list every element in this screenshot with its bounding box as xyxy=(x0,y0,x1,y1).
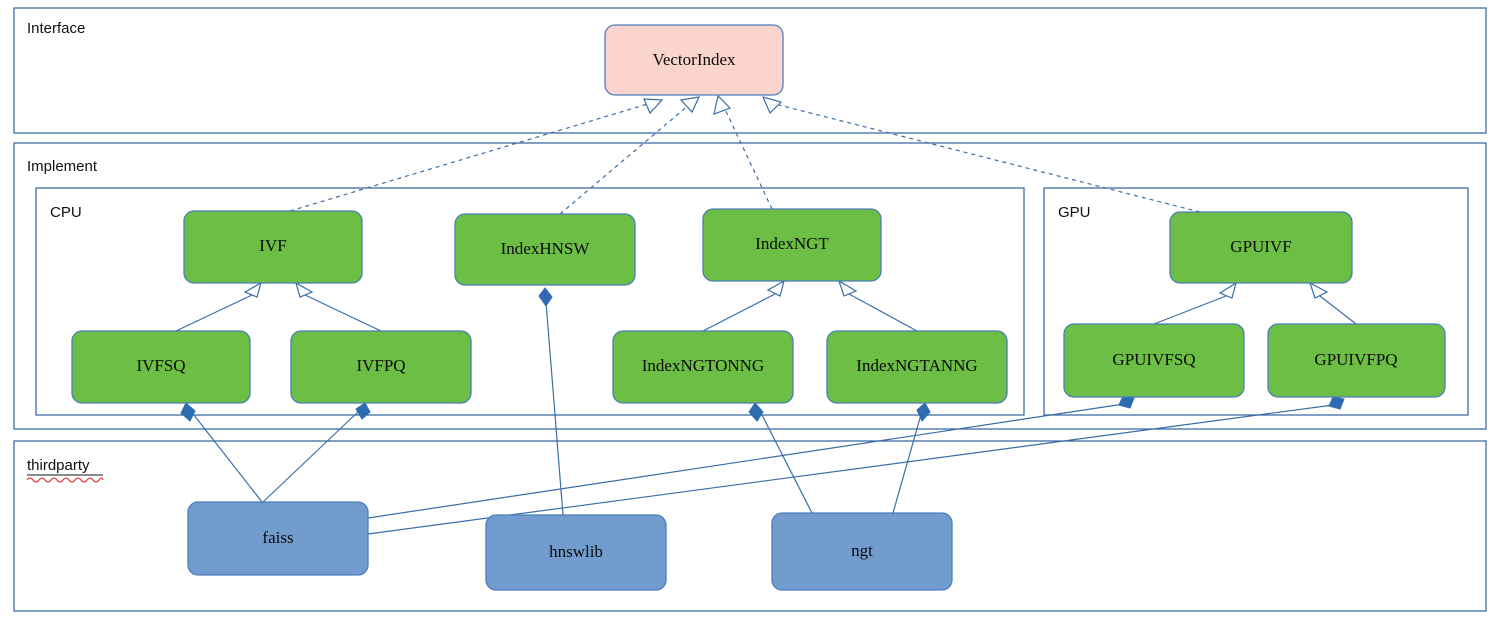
node-gpuivf-rect[interactable] xyxy=(1169,211,1353,284)
node-faiss-label: faiss xyxy=(262,528,293,547)
arrowhead-indexngtanng-indexngt-icon xyxy=(837,279,858,297)
node-indexngtanng[interactable]: IndexNGTANNG xyxy=(826,330,1008,404)
node-gpuivf[interactable]: GPUIVF xyxy=(1169,211,1353,284)
edge-ivf-to-vectorindex xyxy=(289,102,652,212)
arrowhead-indexngt-vectorindex-icon xyxy=(713,94,732,115)
edge-group-generalizations xyxy=(175,279,1357,332)
edge-group-compositions xyxy=(180,287,1345,535)
edge-faiss-to-gpuivfsq xyxy=(367,403,1125,519)
edge-gpuivfpq-to-gpuivf xyxy=(1319,295,1357,325)
diamond-faiss-ivfpq-icon xyxy=(355,402,371,420)
node-indexngt[interactable]: IndexNGT xyxy=(702,208,882,282)
node-ivfpq[interactable]: IVFPQ xyxy=(290,330,472,404)
edge-indexngtonng-to-indexngt xyxy=(702,293,776,332)
node-gpuivfsq-label: GPUIVFSQ xyxy=(1112,350,1195,369)
node-indexngtonng-rect[interactable] xyxy=(612,330,794,404)
node-gpuivfsq[interactable]: GPUIVFSQ xyxy=(1063,323,1245,398)
node-vectorindex-rect[interactable] xyxy=(604,24,784,96)
node-ivfpq-rect[interactable] xyxy=(290,330,472,404)
node-gpuivf-label: GPUIVF xyxy=(1230,237,1291,256)
edge-gpuivfsq-to-gpuivf xyxy=(1153,295,1227,325)
edge-faiss-to-gpuivfpq xyxy=(367,404,1334,535)
edge-indexngtanng-to-indexngt xyxy=(848,293,918,332)
diamond-faiss-gpuivfpq-icon xyxy=(1328,396,1345,410)
node-indexngtonng[interactable]: IndexNGTONNG xyxy=(612,330,794,404)
edge-faiss-to-ivfsq xyxy=(189,409,263,503)
node-ivf[interactable]: IVF xyxy=(183,210,363,284)
group-implement-label: Implement xyxy=(27,158,98,175)
node-faiss-rect[interactable] xyxy=(187,501,369,576)
node-hnswlib-label: hnswlib xyxy=(549,542,603,561)
arrowhead-indexngtonng-indexngt-icon xyxy=(766,279,785,297)
edge-indexngt-to-vectorindex xyxy=(722,104,773,210)
diamond-hnswlib-indexhnsw-icon xyxy=(538,287,553,307)
node-vectorindex[interactable]: VectorIndex xyxy=(604,24,784,96)
node-ivfsq-rect[interactable] xyxy=(71,330,251,404)
node-vectorindex-label: VectorIndex xyxy=(652,50,736,69)
edge-hnswlib-to-indexhnsw xyxy=(545,301,564,516)
edge-ngt-to-indexngtonng xyxy=(759,410,813,514)
edge-faiss-to-ivfpq xyxy=(262,409,361,503)
diamond-ngt-indexngtonng-icon xyxy=(748,402,764,422)
node-ivfpq-label: IVFPQ xyxy=(356,356,405,375)
arrowhead-ivf-vectorindex-icon xyxy=(643,98,664,115)
node-ivf-rect[interactable] xyxy=(183,210,363,284)
node-gpuivfsq-rect[interactable] xyxy=(1063,323,1245,398)
node-ivf-label: IVF xyxy=(259,236,286,255)
node-ngt-label: ngt xyxy=(851,541,873,560)
arrowhead-ivfsq-ivf-icon xyxy=(243,281,262,298)
node-faiss[interactable]: faiss xyxy=(187,501,369,576)
node-gpuivfpq[interactable]: GPUIVFPQ xyxy=(1267,323,1446,398)
node-indexngtonng-label: IndexNGTONNG xyxy=(642,356,764,375)
node-indexngtanng-label: IndexNGTANNG xyxy=(856,356,977,375)
node-hnswlib[interactable]: hnswlib xyxy=(485,514,667,591)
node-hnswlib-rect[interactable] xyxy=(485,514,667,591)
node-indexngtanng-rect[interactable] xyxy=(826,330,1008,404)
arrowhead-ivfpq-ivf-icon xyxy=(295,281,314,298)
arrowhead-gpuivfsq-gpuivf-icon xyxy=(1218,281,1237,299)
edge-group-realizations xyxy=(289,94,1201,215)
edge-ivfsq-to-ivf xyxy=(175,294,253,332)
edge-gpuivf-to-vectorindex xyxy=(774,103,1201,213)
group-gpu-label: GPU xyxy=(1058,204,1091,221)
edge-ivfpq-to-ivf xyxy=(304,294,382,332)
node-ngt[interactable]: ngt xyxy=(771,512,953,591)
node-ivfsq[interactable]: IVFSQ xyxy=(71,330,251,404)
node-indexhnsw-label: IndexHNSW xyxy=(501,239,591,258)
node-gpuivfpq-label: GPUIVFPQ xyxy=(1314,350,1397,369)
group-interface-label: Interface xyxy=(27,20,85,37)
edge-ngt-to-indexngtanng xyxy=(892,410,923,514)
node-indexhnsw-rect[interactable] xyxy=(454,213,636,286)
arrowhead-gpuivf-vectorindex-icon xyxy=(761,96,783,115)
diamond-ngt-indexngtanng-icon xyxy=(916,402,931,422)
arrowhead-indexhnsw-vectorindex-icon xyxy=(679,96,701,114)
arrowhead-gpuivfpq-gpuivf-icon xyxy=(1308,281,1329,299)
spellcheck-squiggle-icon xyxy=(26,477,104,483)
node-ivfsq-label: IVFSQ xyxy=(136,356,185,375)
node-indexhnsw[interactable]: IndexHNSW xyxy=(454,213,636,286)
group-cpu-label: CPU xyxy=(50,204,82,221)
group-thirdparty-label: thirdparty xyxy=(27,457,90,474)
node-ngt-rect[interactable] xyxy=(771,512,953,591)
node-indexngt-label: IndexNGT xyxy=(755,234,829,253)
node-indexngt-rect[interactable] xyxy=(702,208,882,282)
node-gpuivfpq-rect[interactable] xyxy=(1267,323,1446,398)
diamond-faiss-ivfsq-icon xyxy=(180,402,196,422)
